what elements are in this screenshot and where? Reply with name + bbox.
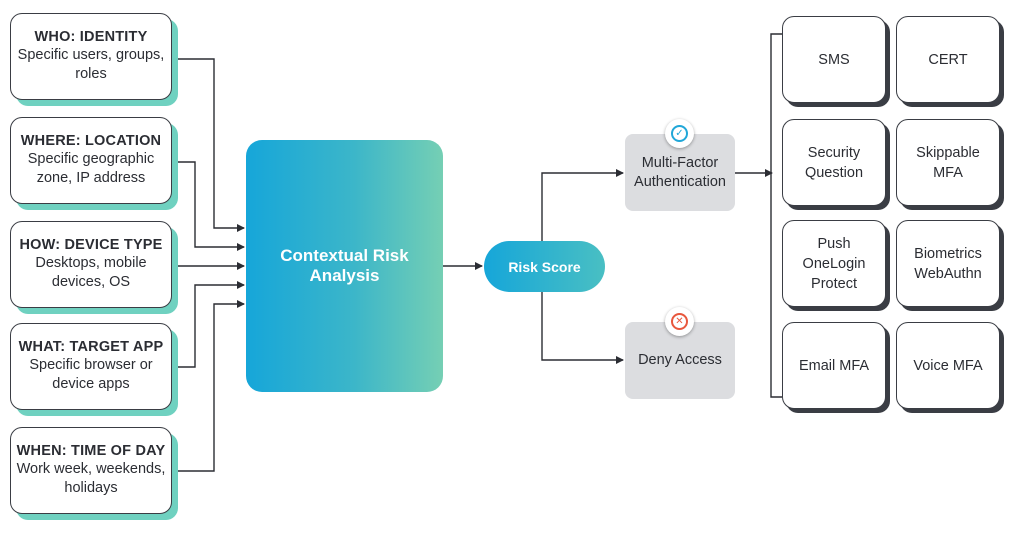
contextual-risk-analysis: Contextual Risk Analysis	[246, 140, 443, 392]
method-push-onelogin-protect: Push OneLogin Protect	[782, 220, 886, 307]
context-title: WHEN: TIME OF DAY	[16, 443, 166, 459]
method-label: Voice MFA	[913, 357, 983, 374]
context-what: WHAT: TARGET APP Specific browser or dev…	[10, 323, 172, 410]
check-circle-icon: ✓	[665, 119, 694, 148]
context-title: HOW: DEVICE TYPE	[19, 237, 163, 253]
method-security-question: Security Question	[782, 119, 886, 206]
connector-when	[172, 300, 245, 472]
method-label: Biometrics WebAuthn	[914, 245, 982, 282]
context-how: HOW: DEVICE TYPE Desktops, mobile device…	[10, 221, 172, 308]
method-biometrics-webauthn: Biometrics WebAuthn	[896, 220, 1000, 307]
connector-risk-mfa	[541, 169, 624, 241]
outcome-label: Multi-Factor Authentication	[634, 154, 726, 190]
context-title: WHERE: LOCATION	[20, 133, 162, 149]
outcome-label: Deny Access	[638, 352, 722, 368]
connector-what	[172, 281, 245, 368]
context-when: WHEN: TIME OF DAY Work week, weekends, h…	[10, 427, 172, 514]
connector-who	[172, 58, 245, 232]
context-title: WHO: IDENTITY	[34, 29, 148, 45]
methods-bracket	[770, 33, 782, 398]
method-sms: SMS	[782, 16, 886, 103]
method-voice-mfa: Voice MFA	[896, 322, 1000, 409]
context-desc: Desktops, mobile devices, OS	[35, 255, 147, 290]
context-desc: Specific geographic zone, IP address	[27, 151, 155, 186]
method-label: Skippable MFA	[916, 144, 980, 181]
method-label: Push OneLogin Protect	[802, 235, 866, 292]
context-where: WHERE: LOCATION Specific geographic zone…	[10, 117, 172, 204]
method-cert: CERT	[896, 16, 1000, 103]
context-who: WHO: IDENTITY Specific users, groups, ro…	[10, 13, 172, 100]
risk-score-pill: Risk Score	[484, 241, 605, 292]
method-label: Security Question	[804, 144, 864, 181]
context-desc: Specific browser or device apps	[29, 357, 153, 392]
method-label: SMS	[818, 51, 850, 68]
method-email-mfa: Email MFA	[782, 322, 886, 409]
context-title: WHAT: TARGET APP	[18, 339, 164, 355]
x-circle-icon: ✕	[665, 307, 694, 336]
connector-risk-deny	[541, 292, 624, 364]
context-desc: Specific users, groups, roles	[17, 47, 165, 82]
method-label: Email MFA	[798, 357, 870, 374]
method-skippable-mfa: Skippable MFA	[896, 119, 1000, 206]
context-desc: Work week, weekends, holidays	[16, 461, 166, 496]
method-label: CERT	[928, 51, 968, 68]
connector-where	[172, 161, 245, 251]
